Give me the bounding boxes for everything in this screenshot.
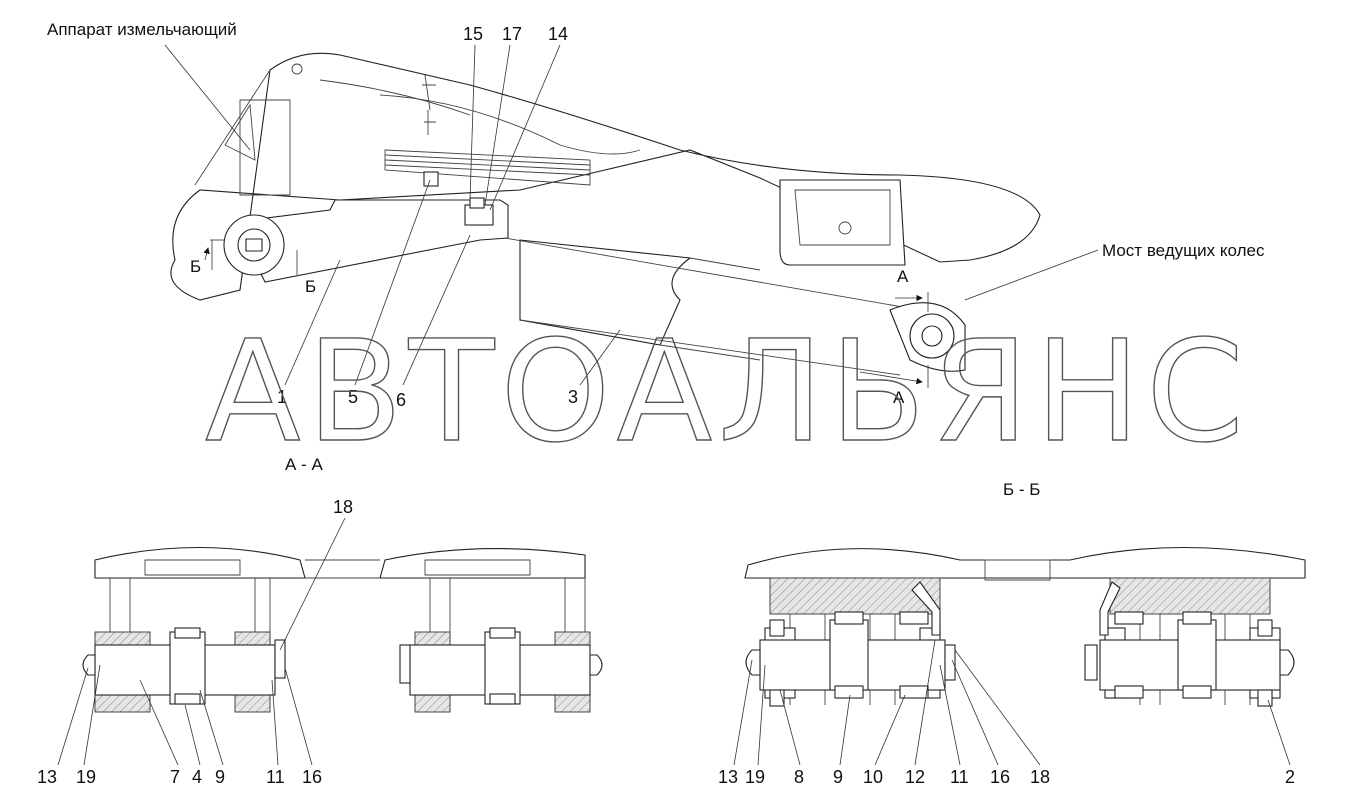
callout-5: 5 [348, 387, 358, 407]
caption-axle: Мост ведущих колес [1102, 241, 1265, 260]
axle-bracket [779, 179, 966, 372]
callout-17: 17 [502, 24, 522, 44]
bb-callout-16: 16 [990, 767, 1010, 787]
callout-1: 1 [277, 387, 287, 407]
aa-callout-9: 9 [215, 767, 225, 787]
main-view: Б Б А А Аппарат измельчающий Мост ведущи… [47, 20, 1265, 410]
section-aa-view: 18 13 19 7 4 9 11 16 [37, 497, 603, 787]
callout-15: 15 [463, 24, 483, 44]
aa-callout-7: 7 [170, 767, 180, 787]
aa-callout-16: 16 [302, 767, 322, 787]
bb-callout-10: 10 [863, 767, 883, 787]
spring-assembly [319, 74, 641, 187]
bb-callout-18: 18 [1030, 767, 1050, 787]
section-a-label-2: А [893, 388, 905, 407]
bb-callout-12: 12 [905, 767, 925, 787]
bb-callout-19: 19 [745, 767, 765, 787]
bb-callout-2: 2 [1285, 767, 1295, 787]
section-bb-view: 13 19 8 9 10 12 11 16 18 2 [718, 546, 1306, 787]
aa-callout-19: 19 [76, 767, 96, 787]
section-aa-mark: А А [859, 267, 929, 407]
section-bb-mark: Б Б [190, 239, 316, 296]
callout-14: 14 [548, 24, 568, 44]
aa-callout-18: 18 [333, 497, 353, 517]
section-a-label-1: А [897, 267, 909, 286]
bb-callout-8: 8 [794, 767, 804, 787]
hydraulic-cylinder [519, 239, 692, 346]
callout-3: 3 [568, 387, 578, 407]
section-b-label-1: Б [190, 257, 201, 276]
watermark: АВТОАЛЬЯНС [205, 311, 1250, 474]
pivot-b [223, 214, 285, 276]
grinder-housing [170, 52, 1041, 301]
caption-section-aa: А - А [285, 455, 323, 474]
caption-grinder: Аппарат измельчающий [47, 20, 237, 39]
bb-callout-11: 11 [950, 767, 969, 787]
caption-section-bb: Б - Б [1003, 480, 1040, 499]
aa-callout-11: 11 [266, 767, 285, 787]
aa-callout-4: 4 [192, 767, 202, 787]
section-b-label-2: Б [305, 277, 316, 296]
callout-6: 6 [396, 390, 406, 410]
bb-callout-13: 13 [718, 767, 738, 787]
bb-callout-9: 9 [833, 767, 843, 787]
main-leaders [164, 44, 1099, 386]
aa-callout-13: 13 [37, 767, 57, 787]
